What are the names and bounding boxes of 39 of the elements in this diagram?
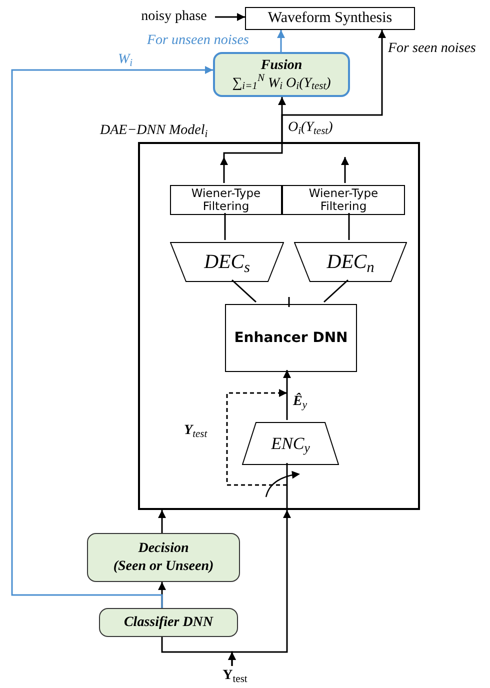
arrow — [220, 157, 228, 183]
input-label: Y$_{test}$ — [222, 669, 248, 683]
edge-label: W$_{i}$ — [118, 53, 133, 67]
arrow — [283, 370, 291, 420]
arrow — [228, 510, 291, 666]
box-title: Wiener-Type Filtering — [190, 187, 262, 213]
box-title: Classifier DNN — [124, 614, 214, 632]
filter-box — [170, 185, 282, 215]
arrow — [278, 97, 286, 142]
box-title: Fusion — [260, 56, 302, 74]
box-title: Decision — [138, 540, 189, 558]
arrow — [226, 389, 287, 486]
arrow — [215, 13, 245, 21]
filter-box — [282, 185, 405, 215]
model-title: DAE−DNN Model$_{i}$ — [100, 122, 208, 141]
box-title: Enhancer DNN — [234, 328, 348, 348]
process-box — [87, 533, 240, 582]
block-label: ENC$_{y}$ — [271, 432, 310, 456]
box-title: Waveform Synthesis — [268, 9, 392, 28]
edge-label: Y$_{test}$ — [184, 424, 208, 438]
box-subtitle: (Seen or Unseen) — [113, 558, 214, 576]
process-box — [245, 7, 415, 30]
box-title: Wiener-Type Filtering — [308, 187, 380, 213]
process-box — [99, 608, 238, 637]
encoder-trapezoid — [242, 422, 339, 465]
box-subtitle: ∑$_{i=1}$$^{N}$ W$_{i}$ O$_{i}$(Y$_{test}$) — [232, 74, 331, 92]
arrow — [158, 510, 166, 533]
edge-label: Ê$_{y}$ — [293, 395, 308, 409]
block-label: DEC$_{n}$ — [326, 250, 374, 277]
output-label: O$_{i}$(Y$_{test}$) — [288, 121, 333, 135]
arrow — [11, 66, 213, 608]
arrow — [277, 30, 285, 52]
decoder-trapezoid — [170, 242, 284, 282]
block-label: DEC$_{s}$ — [204, 250, 250, 277]
fusion-box — [213, 52, 350, 97]
process-box — [225, 304, 357, 372]
input-label: noisy phase — [141, 10, 207, 24]
arrow — [341, 157, 349, 183]
decoder-trapezoid — [294, 242, 407, 282]
